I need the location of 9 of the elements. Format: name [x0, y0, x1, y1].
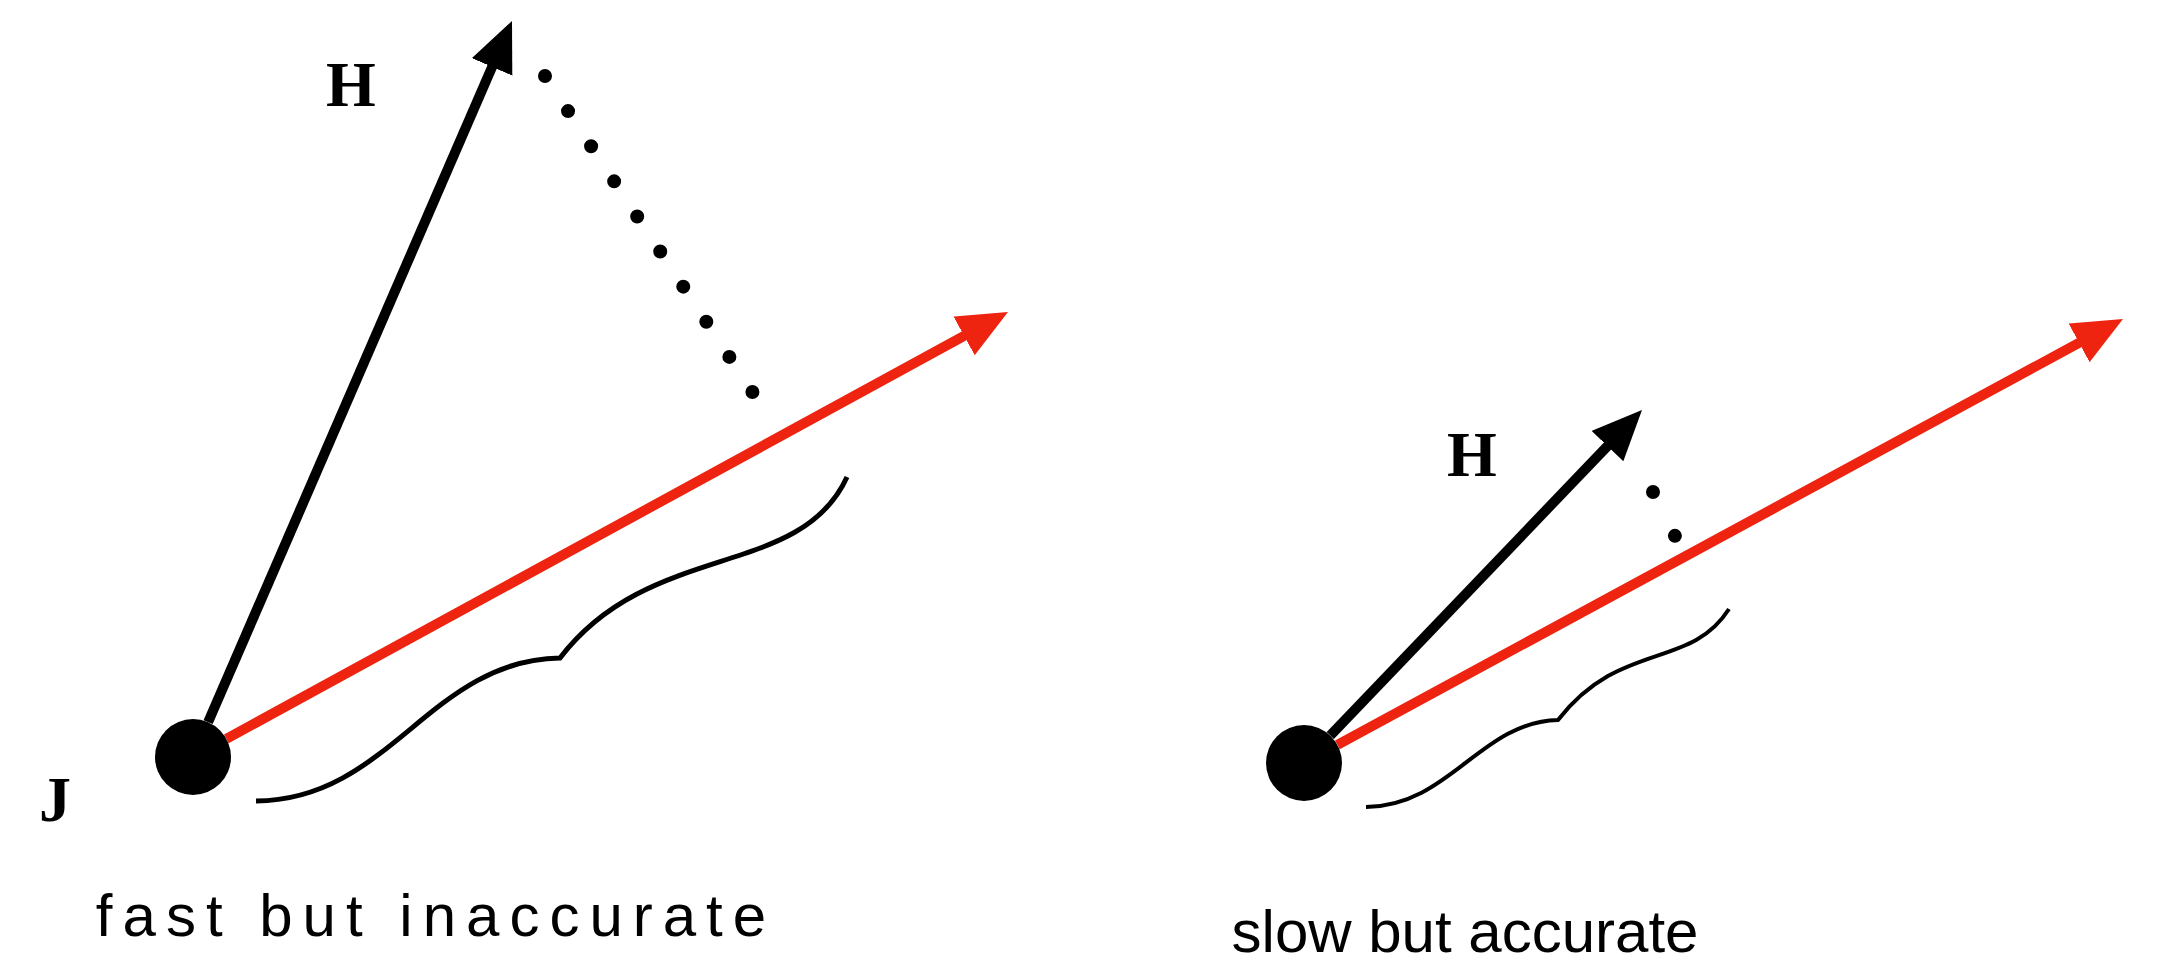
- vector-label: J: [39, 763, 71, 837]
- arrow: [1335, 319, 2123, 750]
- vector-label: H: [326, 48, 376, 122]
- arrow: [223, 312, 1008, 744]
- caption: slow but accurate: [1231, 896, 1699, 960]
- arrow: [1326, 410, 1642, 739]
- vector-label: H: [1447, 418, 1497, 492]
- arrow: [203, 21, 513, 725]
- caption: fast but inaccurate: [95, 880, 777, 950]
